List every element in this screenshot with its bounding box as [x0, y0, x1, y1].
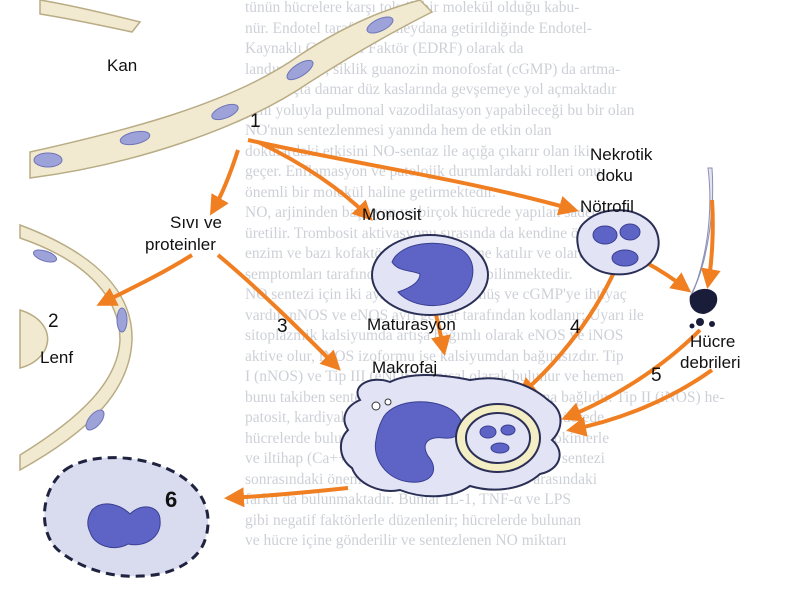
background-text-line: NO, arjininden başlayan ve birçok hücred… [245, 204, 606, 221]
background-text-line: önemli bir molekül haline getirmektedir. [245, 183, 496, 201]
endothelial-nucleus [286, 59, 314, 81]
number-2: 2 [48, 311, 59, 332]
labels: Kan Sıvı ve proteinler Lenf Monosit Nekr… [40, 56, 740, 512]
neutrophil-nucleus-lobe [592, 225, 618, 245]
lymph-endothelial-nucleus [116, 307, 128, 333]
neutrophil-nucleus-lobe [611, 249, 639, 267]
debris-fragment [696, 318, 704, 326]
arrow-blood-to-neutrophil [247, 138, 579, 216]
engulfed-neutrophil [465, 412, 531, 464]
arrow-macrophage-to-cell6 [224, 486, 349, 508]
number-4: 4 [570, 317, 581, 338]
background-text-line: farklı da bulunmaktadır. Bunlar IL-1, TN… [245, 491, 571, 508]
engulfed-nucleus-lobe [490, 442, 510, 454]
engulfed-nucleus-lobe [500, 424, 516, 436]
background-text-line: ve hücre içine gönderilir ve sentezlenen… [245, 532, 567, 549]
arrow-debris-to-macrophage-2 [566, 368, 714, 437]
label-nekrotik: Nekrotik [590, 145, 653, 164]
label-debrileri: debrileri [680, 353, 740, 372]
label-kan: Kan [107, 56, 137, 75]
arrow-blood-to-monocyte [257, 140, 373, 221]
label-sivi-ve: Sıvı ve [170, 213, 222, 232]
cell-6-nucleus [87, 503, 161, 548]
label-maturasyon: Maturasyon [367, 315, 456, 334]
lymph-endothelial-nucleus [32, 249, 58, 263]
monocyte-cell [371, 234, 489, 316]
endothelial-nucleus [366, 16, 394, 34]
endothelial-nucleus [33, 152, 63, 168]
label-proteinler: proteinler [145, 235, 216, 254]
cell-debris [689, 288, 718, 329]
blood-vessel [29, 0, 434, 179]
arrow-fluid-to-macrophage [216, 253, 341, 371]
background-text-line: NO'nun sentezlenmesi yanında hem de etki… [245, 122, 552, 139]
macrophage-cell [340, 374, 562, 498]
blood-vessel-upper [39, 0, 142, 33]
label-lenf: Lenf [40, 348, 73, 367]
arrow-neutrophil-to-macrophage [516, 267, 618, 398]
macrophage-nucleus [374, 401, 463, 483]
lymph-endothelial-nucleus [85, 409, 105, 431]
label-hucre: Hücre [690, 332, 735, 351]
macrophage-vesicle [371, 401, 381, 411]
background-text-line: ve sonuçta damar düz kaslarında gevşemey… [245, 81, 617, 98]
endothelial-nucleus [119, 130, 151, 146]
debris-fragment [709, 321, 715, 327]
number-5: 5 [651, 365, 662, 386]
engulfed-nucleus-lobe [479, 425, 497, 439]
cell-6 [42, 456, 210, 578]
label-makrofaj: Makrofaj [372, 358, 437, 377]
neutrophil-cell [576, 209, 660, 276]
lymph-vessel [19, 223, 133, 472]
label-doku: doku [596, 166, 633, 185]
debris-fragment [689, 323, 695, 329]
background-text-line: yeni yoluyla pulmonal vazodilatasyon yap… [245, 101, 635, 119]
neutrophil-nucleus-lobe [619, 223, 641, 241]
macrophage-vesicle [384, 398, 392, 406]
debris-fragment [689, 288, 718, 314]
background-text-line: nür. Endotel tarafından meydana getirild… [245, 19, 592, 37]
arrows [96, 138, 721, 508]
endothelial-nucleus [211, 103, 239, 121]
background-text-line: vardır, nNOS ve eNOS ayrı genler tarafın… [245, 306, 644, 324]
background-text-line: geçer. Enflamasyon ve patolojik durumlar… [245, 163, 601, 180]
arrow-blood-to-fluid [209, 149, 240, 216]
number-1: 1 [250, 111, 261, 132]
monocyte-nucleus [391, 242, 474, 306]
label-monosit: Monosit [362, 205, 422, 224]
number-6: 6 [165, 487, 177, 512]
background-text-line: gibi negatif faktörlerle düzenlenir; hüc… [245, 511, 582, 529]
label-notrofil: Nötrofil [580, 197, 634, 216]
background-text-block: tünün hücrelere karşı toksik bir molekül… [245, 0, 800, 552]
arrow-fluid-to-lymph [96, 253, 194, 306]
number-3: 3 [277, 316, 288, 337]
arrow-debris-to-macrophage [561, 328, 702, 422]
arrow-monocyte-to-macrophage [431, 314, 451, 356]
background-text-line: üretilir. Trombosit aktivasyonu sırasınd… [245, 224, 602, 242]
arrow-neutrophil-to-debris [644, 260, 692, 293]
arrow-necrotic-to-debris [700, 199, 721, 289]
lymph-vessel-inner [19, 308, 49, 369]
